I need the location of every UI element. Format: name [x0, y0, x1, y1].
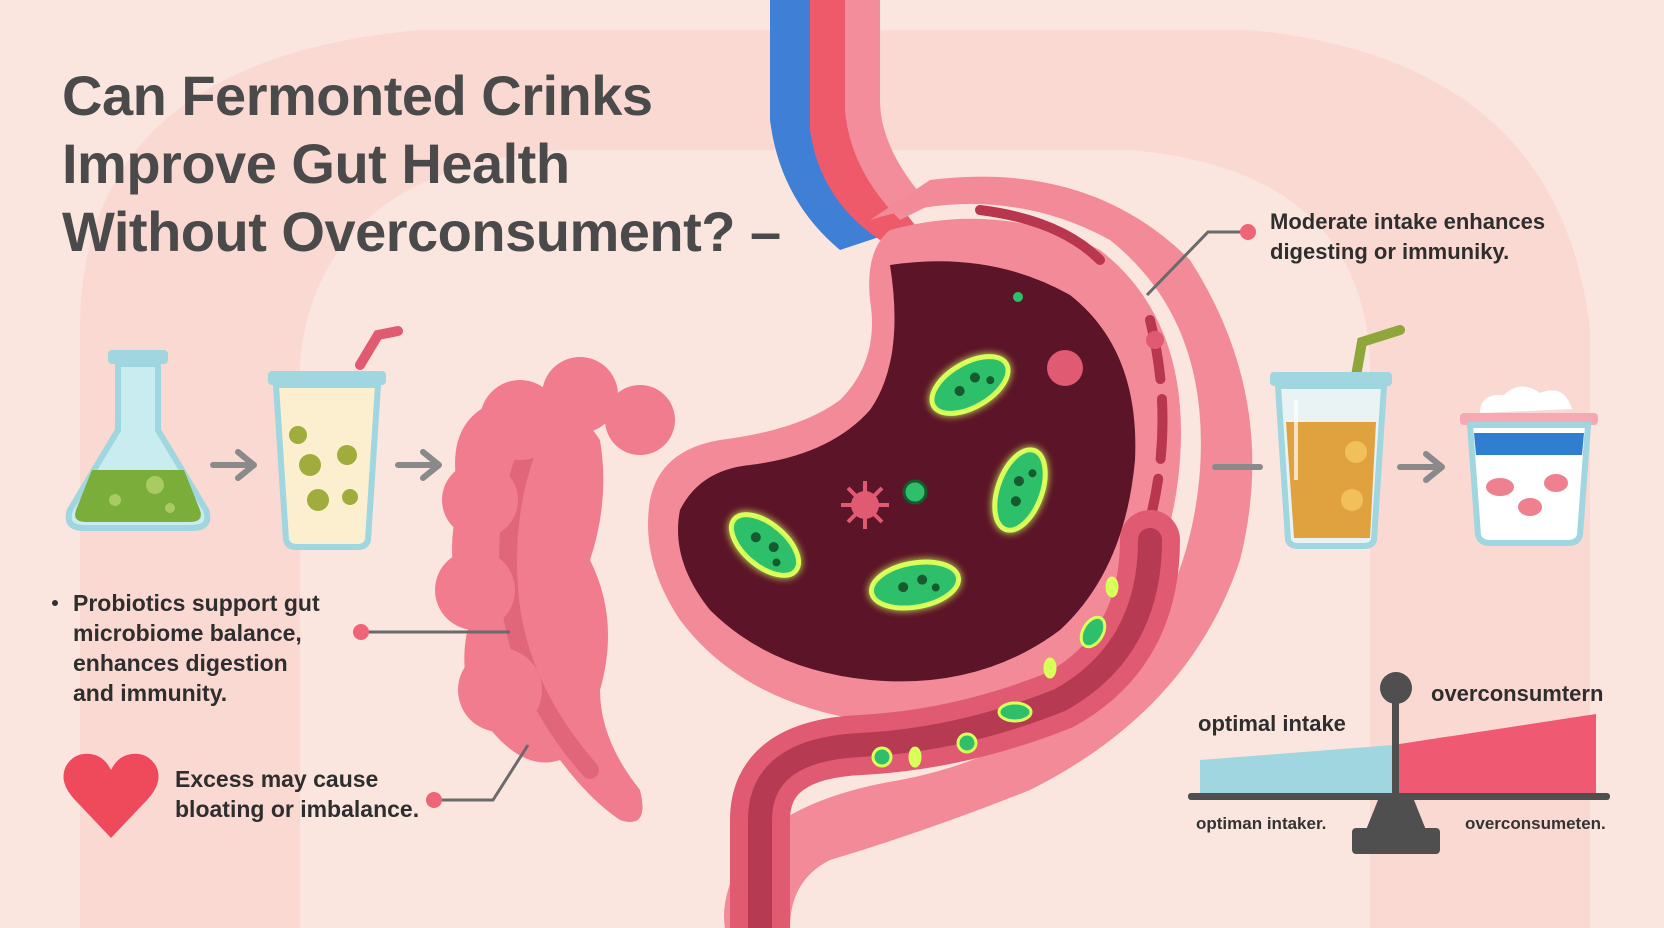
bacterium [929, 354, 1011, 416]
scale-label-overconsumption: overconsumtern [1431, 681, 1604, 706]
bacterium [869, 559, 961, 611]
leader-dot [353, 624, 369, 640]
scale-caption-overconsumption: overconsumeten. [1465, 814, 1606, 833]
microbe-dot [1047, 350, 1083, 386]
leader-dot [426, 792, 442, 808]
scale-caption-optimal: optiman intaker. [1196, 814, 1327, 833]
leader-lines [361, 230, 1250, 802]
callout-top-right-line-1: Moderate intake enhances [1270, 209, 1546, 234]
callout-left-line-1: Probiotics support gut [73, 590, 320, 616]
bacterium [992, 447, 1048, 533]
colon [435, 357, 675, 822]
microbe-dot [1013, 292, 1023, 302]
bacterium [729, 512, 801, 578]
drink-cup-icon [268, 326, 403, 550]
heart-icon [63, 753, 159, 838]
leader-dot [1240, 224, 1256, 240]
callout-left-line-3: enhances digestion [73, 650, 288, 676]
callout-top-right-line-2: digesting or immuniky. [1270, 239, 1510, 264]
arrow-right-icon [1397, 451, 1445, 483]
title-line-1: Can Fermonted Crinks [62, 64, 653, 127]
callout-left-line-4: and immunity. [73, 680, 228, 706]
title-line-2: Improve Gut Health [62, 132, 570, 195]
microbe-dot [1146, 331, 1164, 349]
microbe-dot [902, 479, 928, 505]
esophagus [770, 0, 930, 250]
stomach [648, 176, 1253, 928]
scale-label-optimal: optimal intake [1198, 711, 1346, 736]
juice-cup-icon [1270, 325, 1405, 549]
callout-left-line-2: microbiome balance, [73, 620, 302, 646]
flask-icon [65, 350, 211, 531]
bullet-dot [52, 600, 58, 606]
callout-bottom-left-line-1: Excess may cause [175, 766, 379, 792]
arrow-right-icon [210, 449, 257, 481]
yogurt-cup-icon [1460, 386, 1598, 546]
arrow-right-icon [395, 449, 442, 481]
intestine-bacteria [871, 576, 1119, 768]
title-line-3: Without Overconsument? – [62, 200, 781, 263]
balance-scale-icon [1188, 672, 1610, 854]
virus-particle [841, 481, 889, 529]
callout-bottom-left-line-2: bloating or imbalance. [175, 796, 420, 822]
